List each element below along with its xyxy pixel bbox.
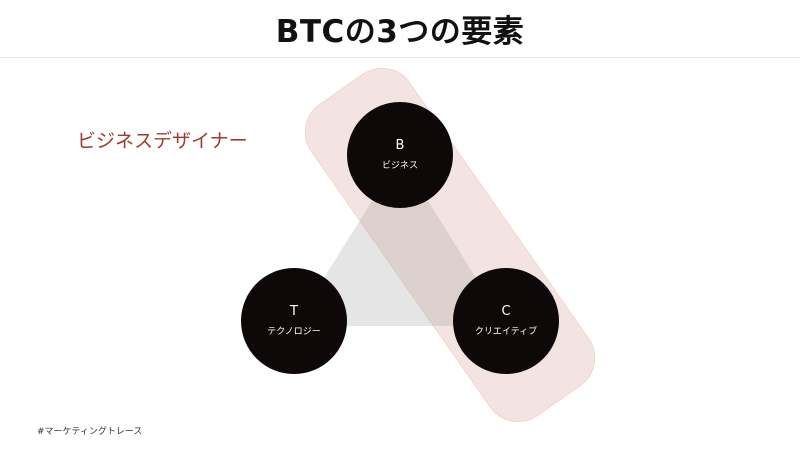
node-technology: T テクノロジー: [241, 268, 347, 374]
node-technology-letter: T: [290, 304, 298, 319]
business-designer-label: ビジネスデザイナー: [77, 130, 248, 152]
node-creative: C クリエイティブ: [453, 268, 559, 374]
hashtag-footer: #マーケティングトレース: [37, 427, 143, 437]
node-technology-label: テクノロジー: [267, 327, 321, 337]
node-business: B ビジネス: [347, 102, 453, 208]
title-divider: [0, 57, 800, 58]
node-creative-letter: C: [501, 304, 511, 319]
connection-triangle: [294, 156, 506, 326]
node-business-label: ビジネス: [381, 161, 418, 171]
node-business-letter: B: [395, 138, 405, 153]
node-creative-label: クリエイティブ: [474, 327, 538, 337]
slide-title: BTCの3つの要素: [275, 14, 525, 50]
